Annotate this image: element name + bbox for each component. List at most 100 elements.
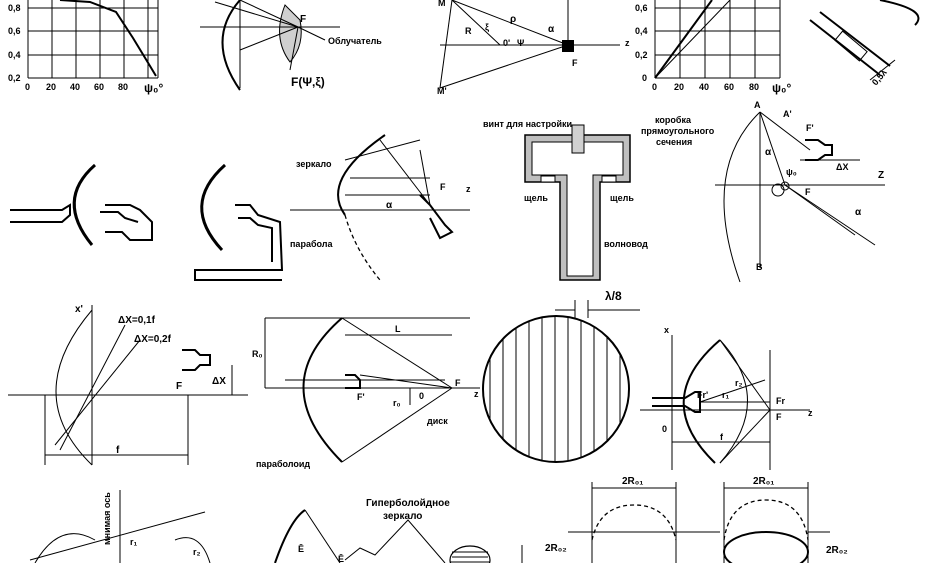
label-l: L [395,324,401,334]
label-zero: 0 [419,391,424,401]
label-f: F [805,187,811,197]
x-axis-label: ψ₀° [144,81,163,95]
fig-offset-mirror: зеркало парабола α F z [290,134,471,281]
y-tick-2: 0,6 [8,26,21,36]
box-label-2: прямоугольного [641,126,715,136]
slot-left: щель [524,193,548,203]
dim-a1: 2R₀₁ [622,476,643,487]
paraboloid-label: параболоид [256,459,310,469]
imaginary-axis-label: мнимая ось [102,492,112,545]
label-alpha: α [548,24,555,35]
x-tick-2: 20 [674,82,684,92]
mirror-label-2: зеркало [383,511,422,522]
fig-grid: λ/8 [482,289,640,463]
label-x-prime: x' [75,304,83,315]
lambda-label: λ/8 [605,289,622,303]
label-z: z [474,389,479,399]
x-tick-2: 20 [46,82,56,92]
parabola-label: парабола [290,239,333,249]
mirror-label: зеркало [296,159,332,169]
fig-bottom-left: мнимая ось r₁ r₂ [29,490,211,563]
label-zero: 0 [662,424,667,434]
waveguide-label: волновод [604,239,648,249]
label-delta-x: ΔX [836,162,848,172]
fig-bottom-right: 2R₀₁ 2R₀₂ 2R₀₁ 2R₀₂ [521,476,848,563]
aperture-circle-a [591,504,677,541]
label-r1: r₁ [722,390,730,400]
label-alpha-top: α [765,147,772,158]
label-f: F [440,182,446,192]
reflector-arc [221,0,241,91]
label-psi: ψ₀ [786,167,797,177]
label-f-prime: F' [357,392,365,402]
aperture-circle-b [723,499,809,541]
y-tick-3: 0,4 [8,50,21,60]
chart-right: 0,6 0,4 0,2 0 0 20 40 60 80 ψ₀° [635,0,791,95]
label-m: M [438,0,446,8]
chart-left-grid [27,0,159,79]
label-f: F [455,378,461,388]
label-alpha: α [386,200,393,211]
mirror-label-1: Гиперболойдное [366,497,450,509]
e-field-1: Ē [298,544,304,554]
x-tick-3: 40 [699,82,709,92]
label-r0-small: r₀ [393,398,401,408]
fig-geometry-top: M M' R ξ ρ 0' Ψ α z F [437,0,630,96]
chart-right-line-2 [654,0,731,79]
label-z: Z [878,170,884,181]
disk-label: диск [427,416,448,426]
fig-offset-feed: A A' F' α ΔX Z ψ₀ F α B [715,100,885,283]
label-xi: ξ [485,22,489,32]
x-tick-3: 40 [70,82,80,92]
slot-right: щель [610,193,634,203]
fig-feed-pattern: F Облучатель F(Ψ,ξ) [200,0,382,91]
x-tick-5: 80 [118,82,128,92]
chart-right-grid [654,0,781,79]
label-psi: Ψ [517,38,524,48]
label-o-prime: 0' [503,38,510,48]
label-a: A [754,100,761,110]
label-dx2: ΔX=0,2f [134,334,172,345]
fig-waveguide: винт для настройки коробка прямоугольног… [483,115,715,281]
point-f: F [300,14,306,25]
label-a-prime: A' [783,109,792,119]
label-f-prime: F' [806,123,814,133]
y-tick-1: 0,6 [635,3,648,13]
label-m-prime: M' [437,86,447,96]
label-b: B [756,262,763,272]
aperture-ellipse [723,531,809,563]
pattern-lobe [279,4,302,63]
label-dx1: ΔX=0,1f [118,315,156,326]
x-axis-label: ψ₀° [772,81,791,95]
x-tick-4: 60 [724,82,734,92]
feed-block [562,40,574,52]
label-r1: r₁ [130,537,138,547]
label-fr-prime: Fr' [697,390,708,400]
fig-disk: L R₀ r₀ 0 F' F z диск параболоид [252,317,480,469]
x-tick-1: 0 [652,82,657,92]
label-r0-big: R₀ [252,349,263,359]
tuning-screw [571,124,585,154]
e-field-2: Ē [338,554,344,563]
dim-a2: 2R₀₂ [545,543,567,554]
y-tick-1: 0,8 [8,3,21,13]
fig-bottom-mid: Ē Ē Гиперболойдное зеркало [274,497,491,563]
label-z: z [625,38,630,48]
pattern-label: F(Ψ,ξ) [291,75,325,89]
label-alpha-bottom: α [855,207,862,218]
label-r2: r₂ [193,547,201,557]
x-tick-4: 60 [94,82,104,92]
label-r: R [465,26,472,36]
label-f-point: F [176,381,182,392]
label-rho: ρ [510,14,516,25]
fig-defocus: x' ΔX=0,1f ΔX=0,2f ΔX F f [8,304,248,466]
box-label-3: сечения [656,137,692,147]
label-f: F [776,412,782,422]
chart-left: 0,8 0,6 0,4 0,2 0 20 40 60 80 ψ₀° [8,0,163,95]
fig-feed-horns [10,163,284,281]
label-f-dim: f [116,445,120,456]
chart-right-line-1 [654,0,713,79]
label-z: z [466,184,471,194]
screw-label: винт для настройки [483,119,572,129]
